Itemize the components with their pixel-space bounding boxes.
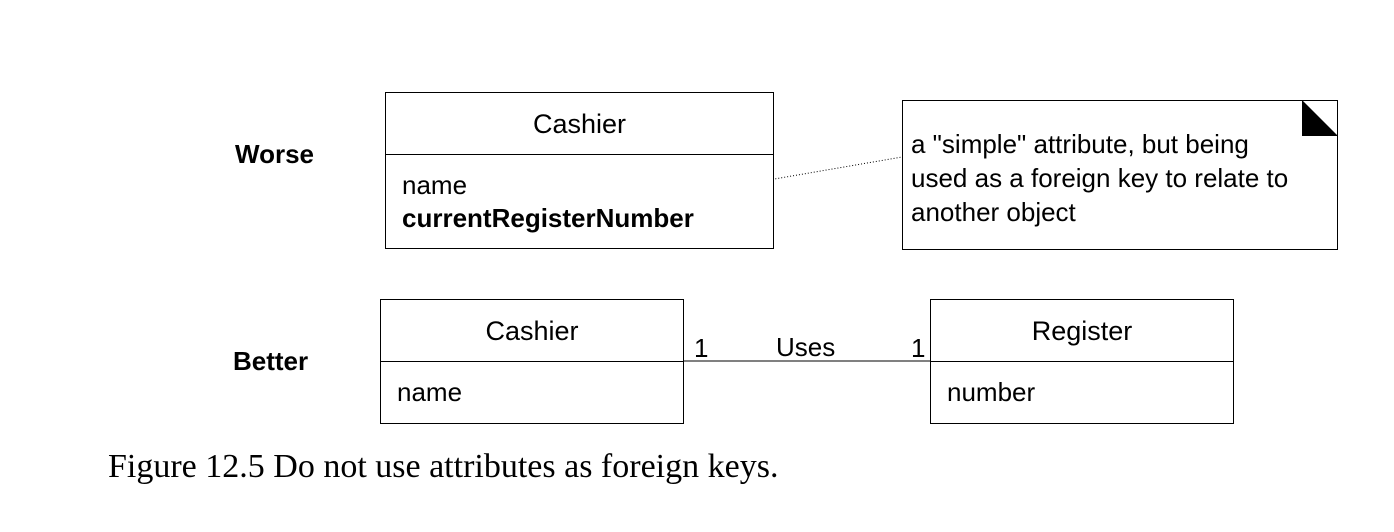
note: a "simple" attribute, but being used as …: [902, 100, 1338, 250]
better-register-class: Register number: [930, 299, 1234, 424]
better-cashier-class: Cashier name: [380, 299, 684, 424]
attribute: name: [397, 377, 463, 407]
worse-cashier-class: Cashier name currentRegisterNumber: [385, 92, 774, 249]
left-multiplicity: 1: [694, 333, 709, 363]
note-line: used as a foreign key to relate to: [911, 163, 1289, 193]
worse-label: Worse: [235, 139, 314, 169]
note-line: a "simple" attribute, but being: [911, 129, 1249, 159]
note-text: a "simple" attribute, but being used as …: [911, 127, 1337, 229]
class-name: Register: [931, 300, 1233, 362]
figure-caption: Figure 12.5 Do not use attributes as for…: [108, 448, 779, 485]
note-line: another object: [911, 197, 1076, 227]
class-attributes: name currentRegisterNumber: [386, 155, 773, 235]
class-name: Cashier: [381, 300, 683, 362]
attribute: number: [947, 377, 1036, 407]
class-name: Cashier: [386, 93, 773, 155]
note-anchor-line: [727, 156, 903, 188]
attribute: name: [402, 170, 468, 200]
attribute-foreign-key: currentRegisterNumber: [402, 203, 694, 233]
right-multiplicity: 1: [911, 333, 926, 363]
association-name: Uses: [776, 332, 836, 362]
class-attributes: name: [381, 362, 683, 409]
class-attributes: number: [931, 362, 1233, 409]
better-label: Better: [233, 346, 309, 376]
note-fold-corner: [1302, 101, 1337, 136]
